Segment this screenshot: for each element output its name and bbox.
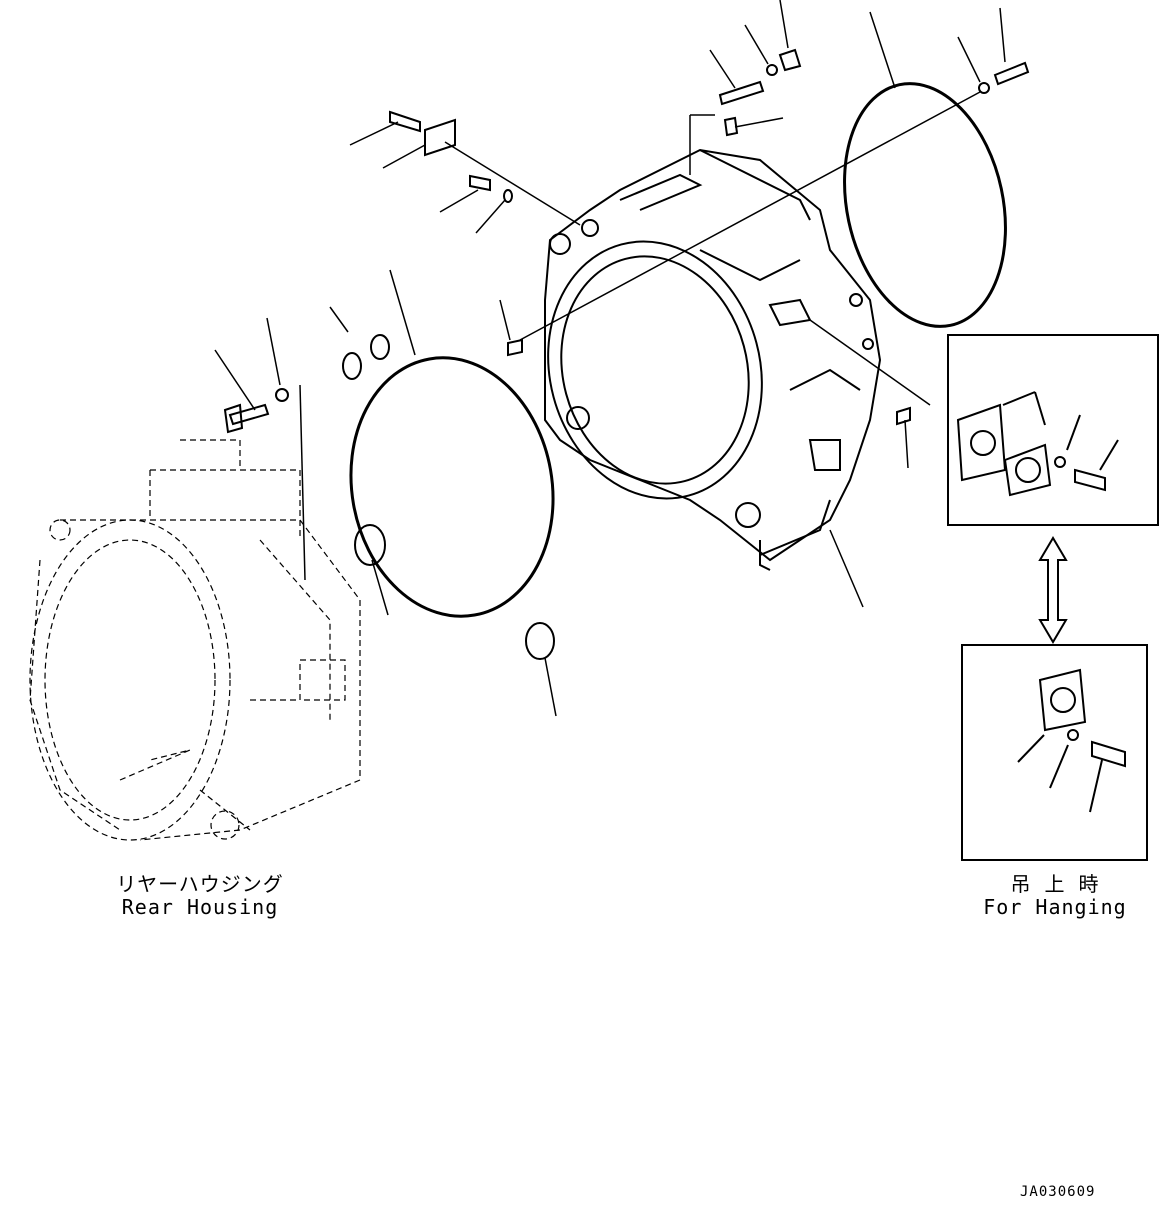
drawing-code: JA030609 — [1020, 1184, 1096, 1200]
inset-bottom — [961, 644, 1148, 861]
inset-bottom-parts — [1017, 668, 1126, 813]
bolts — [223, 48, 1030, 434]
double-arrow — [1038, 536, 1068, 644]
flywheel-housing — [544, 148, 882, 571]
leader-lines — [214, 0, 1006, 717]
rear-housing-phantom — [29, 439, 361, 841]
hanging-label-en: For Hanging — [983, 895, 1127, 919]
inset-top-parts — [956, 391, 1119, 497]
gasket-front — [843, 82, 1007, 328]
o-ring-2 — [370, 334, 390, 360]
o-ring-1 — [342, 352, 362, 380]
rear-housing-label-en: Rear Housing — [121, 895, 279, 919]
hanging-label-jp: 吊 上 時 — [1010, 872, 1100, 896]
inset-top — [947, 334, 1159, 526]
rear-housing-label-jp: リヤーハウジング — [116, 872, 284, 896]
o-ring-3 — [354, 524, 386, 566]
o-ring-5 — [503, 189, 513, 203]
o-ring-4 — [525, 622, 555, 660]
gasket-rear — [349, 356, 555, 618]
